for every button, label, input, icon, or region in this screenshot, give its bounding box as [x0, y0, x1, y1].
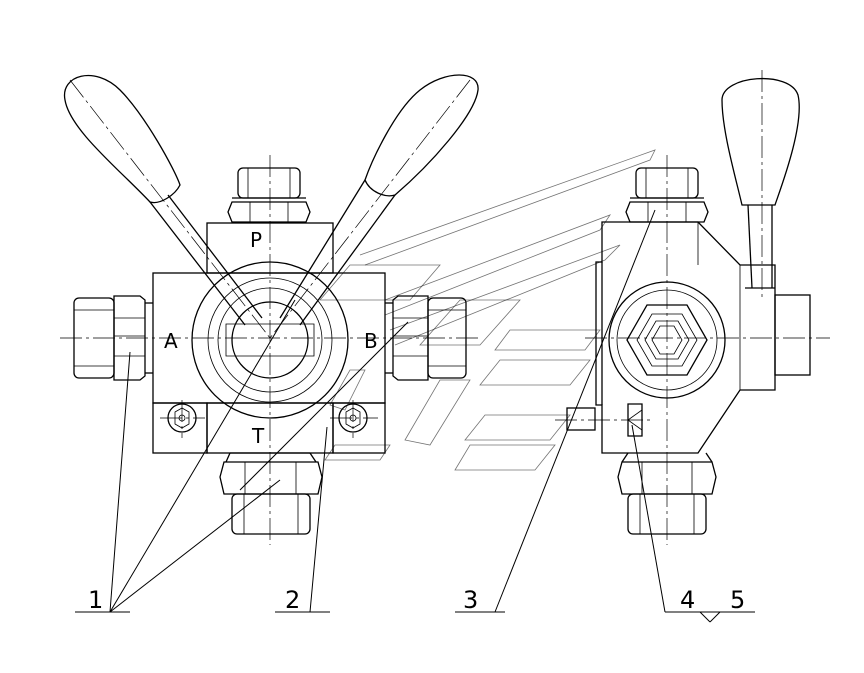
- leader-lines: [75, 209, 755, 623]
- mount-left: [152, 402, 208, 454]
- lever-left: [64, 74, 263, 326]
- port-t-label: T: [251, 424, 265, 448]
- lever-right: [279, 74, 479, 326]
- detent-screw: [627, 403, 643, 437]
- side-view: [555, 70, 830, 545]
- side-port: [774, 294, 811, 376]
- nut-bottom: [219, 461, 323, 495]
- front-view: [60, 74, 480, 545]
- mount-right: [332, 402, 386, 454]
- nut-right: [392, 295, 429, 381]
- hex-fitting: [626, 304, 708, 376]
- callout-5: 5: [730, 586, 745, 614]
- callout-4: 4: [680, 586, 695, 614]
- detent-pin: [566, 407, 596, 431]
- callout-2: 2: [285, 586, 300, 614]
- port-p-label: P: [250, 228, 262, 252]
- fitting-bottom: [231, 493, 311, 535]
- callout-3: 3: [463, 586, 478, 614]
- side-body: [595, 221, 776, 454]
- port-b-label: B: [364, 329, 378, 353]
- nut-top: [227, 201, 311, 223]
- watermark-logo: [319, 149, 656, 471]
- callout-1: 1: [88, 586, 103, 614]
- port-a-label: A: [164, 329, 178, 353]
- nut-left: [113, 295, 146, 381]
- fitting-top: [237, 167, 301, 199]
- lever-side: [721, 77, 800, 289]
